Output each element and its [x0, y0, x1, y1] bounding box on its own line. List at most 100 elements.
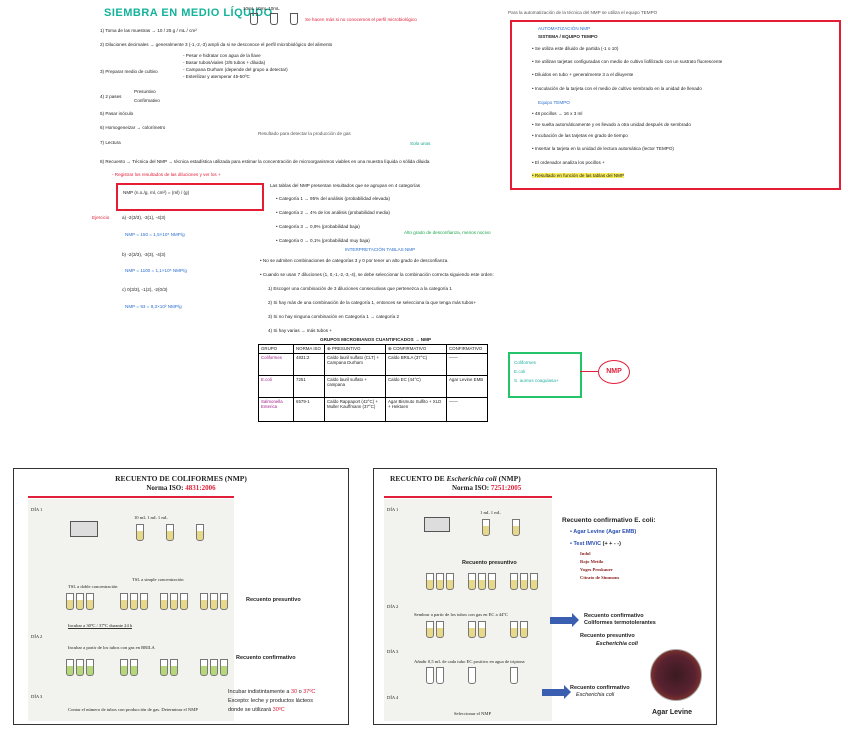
- nmp-result-a: NMP = 150 = 1,5×10⁵ NMP/g: [125, 232, 185, 237]
- formula-text: NMP (n.o./g, ml, cm²) = (ml) / (g): [123, 190, 189, 195]
- conf-ecoli-1: Recuento confirmativo: [570, 685, 630, 692]
- sample-beaker-icon: [424, 517, 450, 532]
- tube-icon: [270, 13, 278, 25]
- scan-agua: Añadir 0,5 mL de cada tubo EC positivo e…: [414, 659, 525, 664]
- brila-tube: [210, 659, 218, 676]
- cell-extra: ——: [447, 398, 488, 422]
- tsl-tube: [76, 593, 84, 610]
- tsl-tube: [510, 573, 518, 590]
- tsl-tube: [478, 573, 486, 590]
- incubar-line: Incubar indistintamente a 30 o 37ºC: [228, 689, 315, 696]
- nmp-result-b: NMP = 1100 = 1,1×10⁵ NMP/g: [125, 268, 187, 273]
- tsl-tube: [436, 573, 444, 590]
- cell-grupo: Coliformes: [259, 354, 294, 376]
- panel-left-norma: Norma ISO: 4831:2006: [14, 484, 348, 492]
- ecoli-diagram: DÍA 1 DÍA 2 DÍA 3 DÍA 4 1 mL 1 mL Sembra…: [384, 499, 552, 721]
- imvic-item: Rojo Metilo: [580, 559, 603, 564]
- dia1-label: DÍA 1: [31, 507, 42, 512]
- tsl-tube: [160, 593, 168, 610]
- excepto-line: Excepto: leche y productos lácteos: [228, 698, 313, 705]
- tabla-intro: Las tablas del NMP presentan resultados …: [270, 183, 420, 188]
- top-red-note: Se hacen más si no conocemos el perfil m…: [305, 17, 417, 22]
- coliformes-diagram: DÍA 1 DÍA 2 DÍA 3 10 mL 1 mL 1 mL TSL a …: [28, 499, 234, 721]
- dia4-label: DÍA 4: [387, 695, 398, 700]
- temp-37: 37ºC: [303, 689, 315, 695]
- cell-confirmativo: Caldo EC (44°C): [386, 376, 447, 398]
- left-presuntivo: Recuento presuntivo: [246, 597, 301, 604]
- auto-item: • Incubación de las tarjetas en grado de…: [532, 133, 628, 138]
- table-header: GRUPO: [259, 345, 294, 354]
- dilution-tube: [136, 524, 144, 541]
- dilution-tube: [166, 524, 174, 541]
- table-header: CONFIRMATIVO: [447, 345, 488, 354]
- step-7: 7) Lectura: [100, 140, 121, 145]
- table-header-row: GRUPO NORMA ISO ⊕ PRESUNTIVO ⊕ CONFIRMAT…: [259, 345, 488, 354]
- panel-right-title: RECUENTO DE Escherichia coli (NMP): [390, 474, 521, 483]
- norma-label: Norma ISO:: [452, 484, 491, 492]
- medio-item: - Campana Durham (depende del grupo a de…: [183, 67, 288, 72]
- auto-item: • Se suelta automáticamente y es llevado…: [532, 122, 691, 127]
- ec-tube: [520, 621, 528, 638]
- pres-ecoli-2: Escherichia coli: [596, 641, 638, 648]
- tubes-label: 10mL 10mL 10mL: [243, 6, 280, 11]
- coliformes-panel: RECUENTO DE COLIFORMES (NMP) Norma ISO: …: [13, 468, 349, 725]
- auto-item: • Se utiliza este diluido de partida (-1…: [532, 46, 618, 51]
- auto-subtitle: SISTEMA / EQUIPO TEMPO: [538, 34, 598, 39]
- nmp-group-line: E.coli: [514, 369, 525, 374]
- brila-tube: [160, 659, 168, 676]
- conf-ecoli-2: Escherichia coli: [576, 692, 614, 699]
- imvic-signs: (+ + - -): [603, 541, 621, 547]
- tsl-tube: [468, 573, 476, 590]
- calc-b: b) -2(3/3), -3(3), -4(3): [122, 252, 165, 257]
- tsl-tube: [210, 593, 218, 610]
- solo-unos-note: Solo unos: [410, 141, 430, 146]
- auto-item: • Inoculación de la tarjeta con el medio…: [532, 86, 702, 91]
- brila-tube: [170, 659, 178, 676]
- registrar-note: - Registrar los resultados de las diluci…: [112, 172, 221, 177]
- categoria-0: • Categoría 0 → 0,1% (probabilidad muy b…: [276, 238, 370, 243]
- scan-incubar: Incubar a 30ºC / 37ºC durante 24 h: [68, 623, 132, 629]
- categoria-2: • Categoría 2 → 4% de los análisis (prob…: [276, 210, 390, 215]
- table-caption: GRUPOS MICROBIANOS CUANTIFICADOS → NMP: [320, 337, 431, 342]
- cell-extra: ——: [447, 354, 488, 376]
- donde-line: donde se utilizará 30ºC: [228, 707, 285, 714]
- tsl-tube: [520, 573, 528, 590]
- categoria-3: • Categoría 3 → 0,9% (probabilidad baja): [276, 224, 360, 229]
- table-row: E.coli 7251 Caldo lauril sulfato + campa…: [259, 376, 488, 398]
- cell-presuntivo: Caldo lauril sulfato + campana: [325, 376, 386, 398]
- red-rule: [384, 496, 552, 498]
- red-rule: [28, 496, 234, 498]
- dia3-label: DÍA 3: [31, 694, 42, 699]
- indol-tube: [468, 667, 476, 684]
- imvic-item: Citrato de Simmons: [580, 575, 619, 580]
- left-confirmativo: Recuento confirmativo: [236, 655, 296, 662]
- calc-c: c) 0(3/3), -1(2), -2(0/3): [122, 287, 167, 292]
- tsl-tube: [120, 593, 128, 610]
- ec-tube: [436, 621, 444, 638]
- tsl-tube: [140, 593, 148, 610]
- step-1: 1) Toma de las muestras → 10 / 25 g / mL…: [100, 28, 197, 33]
- auto-item: • Insertar la tarjeta en la unidad de le…: [532, 146, 674, 151]
- imvic-item: Indol: [580, 551, 590, 556]
- tsl-tube: [200, 593, 208, 610]
- bullet-imvic: • Test IMViC (+ + - -): [570, 541, 621, 548]
- auto-item: • Diluidos en tubo + generalmente 3 a el…: [532, 72, 633, 77]
- tsl-tube: [130, 593, 138, 610]
- title-suffix: (NMP): [497, 474, 521, 483]
- dia2-label: DÍA 2: [387, 604, 398, 609]
- cell-extra: Agar Levine EMB: [447, 376, 488, 398]
- conf-termo-1: Recuento confirmativo: [584, 613, 644, 620]
- nmp-result-c: NMP = 93 = 9,3×10² NMP/g: [125, 304, 182, 309]
- cell-norma: 4831:2: [294, 354, 325, 376]
- pase-confirmativo: Confirmativo: [134, 98, 160, 103]
- table-header: ⊕ PRESUNTIVO: [325, 345, 386, 354]
- tube-icon: [250, 13, 258, 25]
- tsl-tube: [488, 573, 496, 590]
- indol-tube: [426, 667, 434, 684]
- panel-right-norma: Norma ISO: 7251:2005: [452, 484, 521, 492]
- auto-item: • Se utilizan tarjetas configuradas con …: [532, 59, 722, 64]
- agar-levine-label: Agar Levine: [652, 709, 692, 717]
- orden-1: 1) Escoger una combinación de 3 dilucion…: [268, 286, 452, 291]
- auto-item: • 48 pocillos → 16 x 3 ml: [532, 111, 582, 116]
- pase-presuntivo: Presuntivo: [134, 89, 156, 94]
